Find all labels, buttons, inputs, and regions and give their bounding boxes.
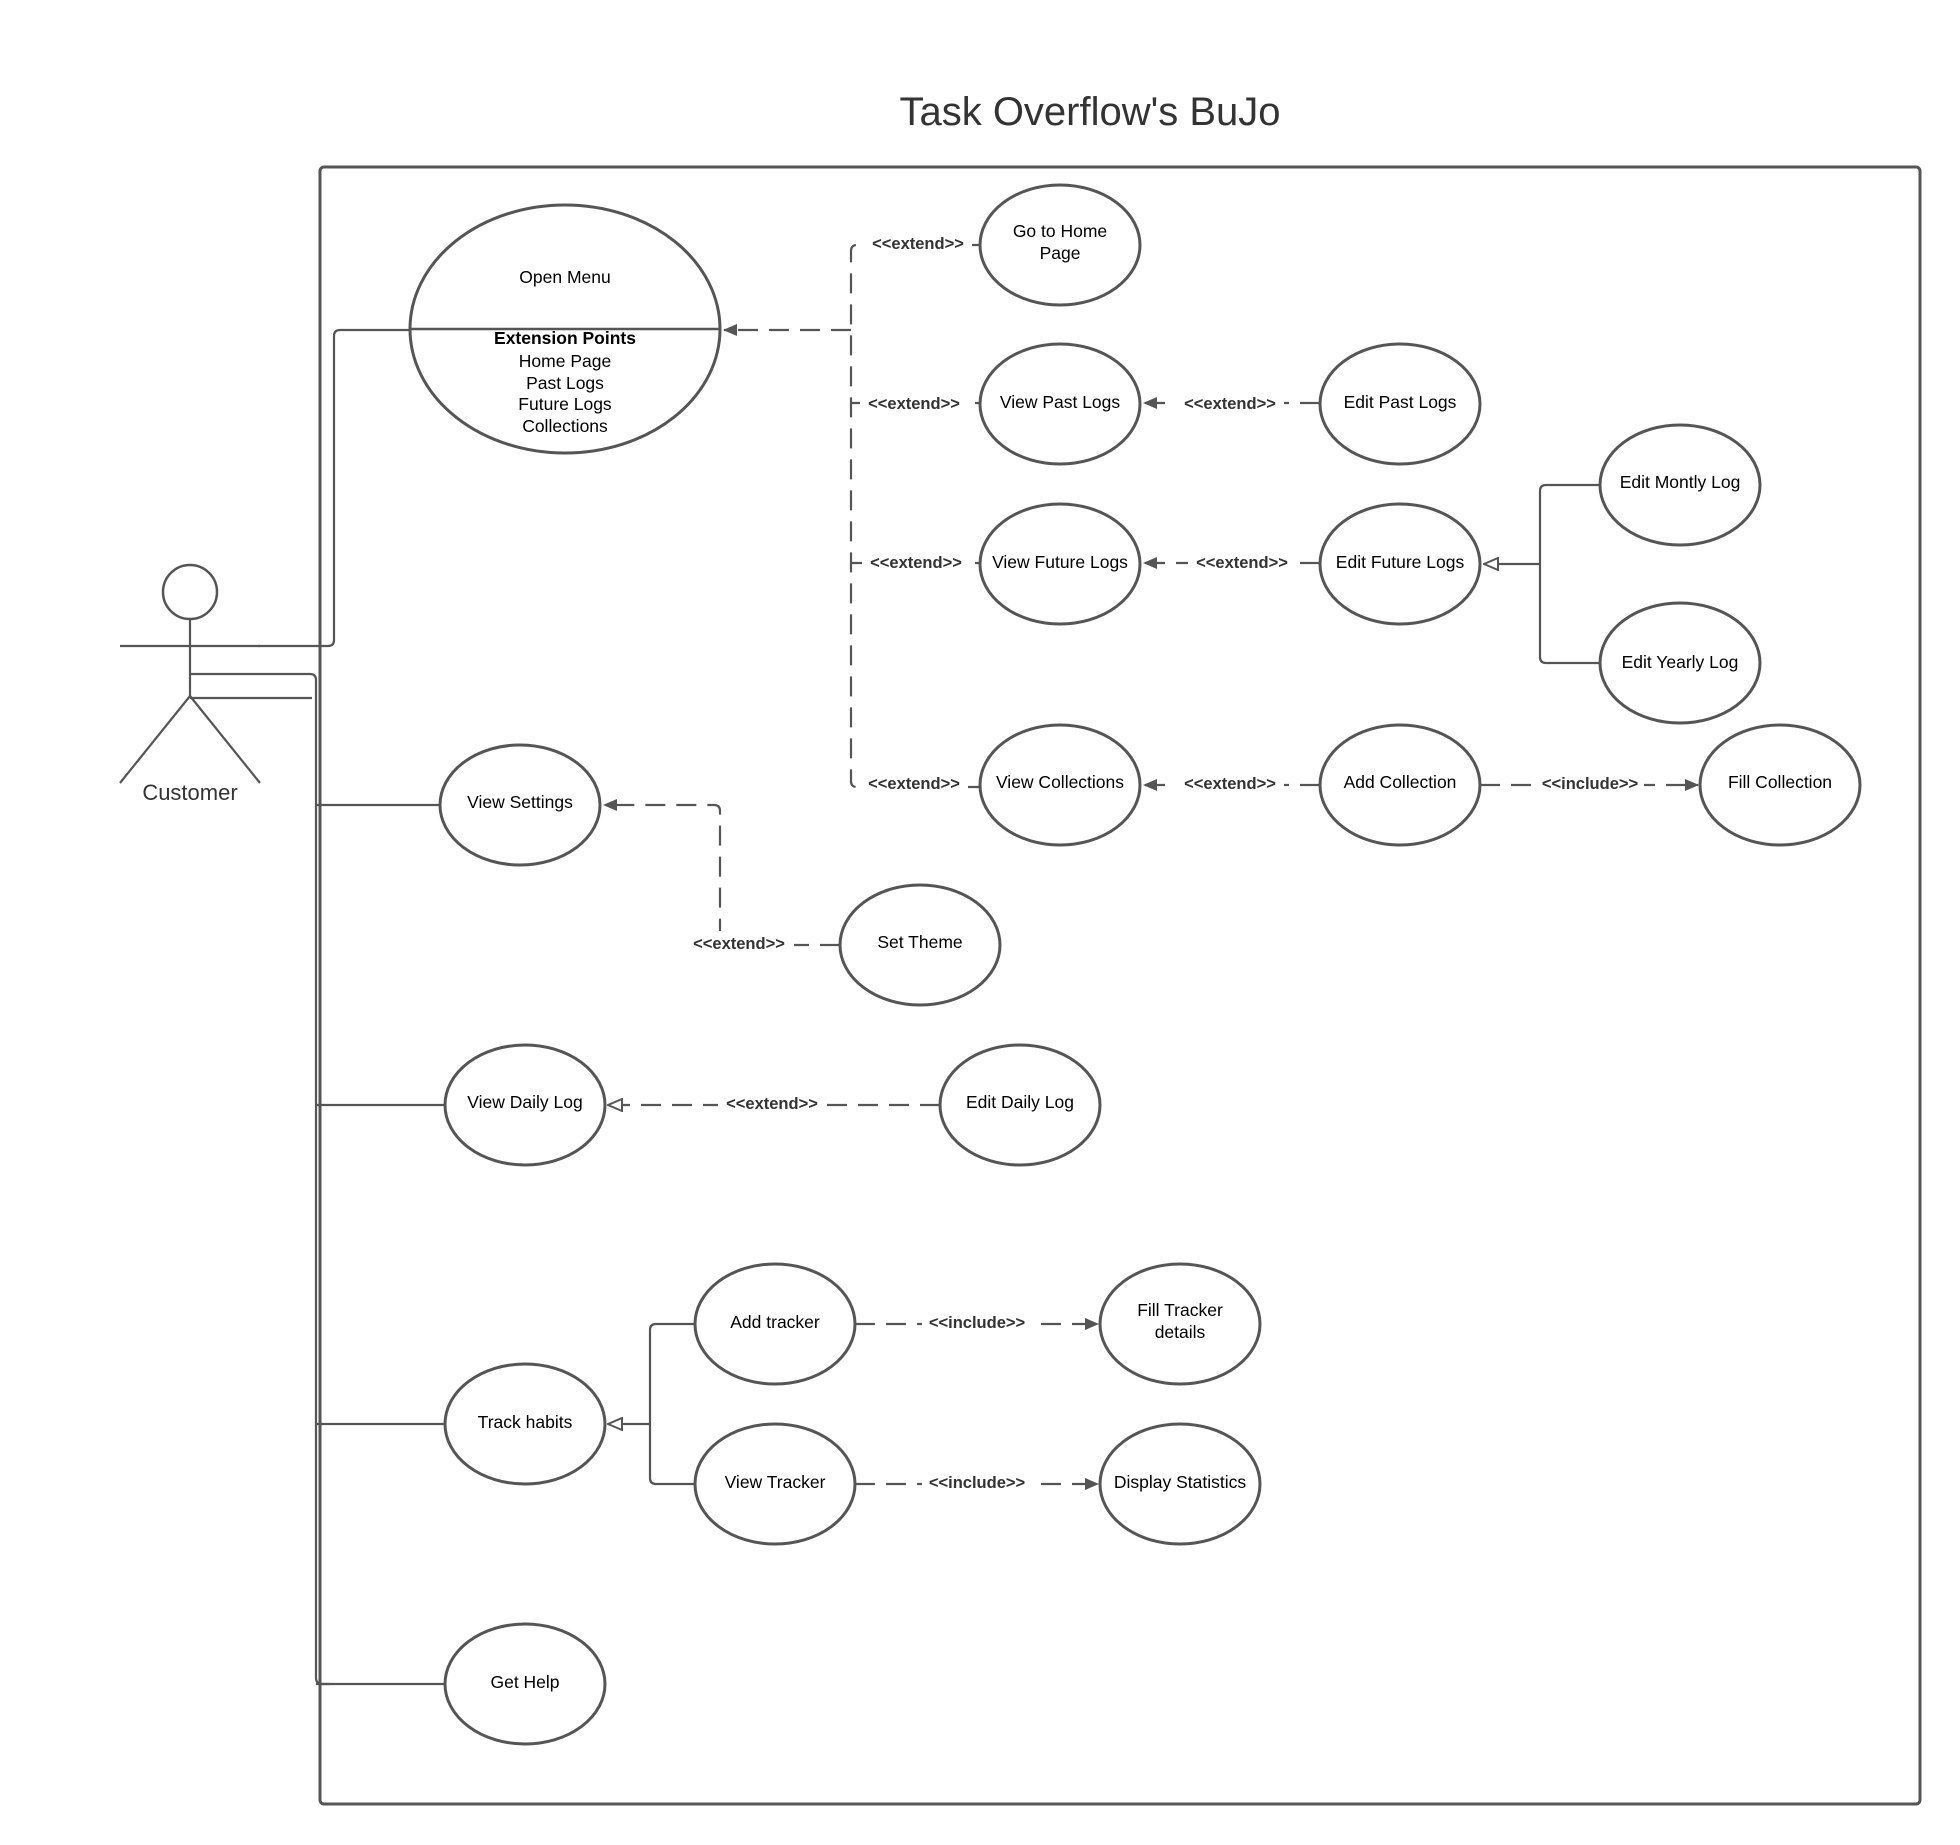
stereotype-extend-edit-future: <<extend>> (1196, 554, 1288, 572)
stereotype-include-display-statistics: <<include>> (929, 1474, 1025, 1492)
uc-view-settings[interactable]: View Settings (438, 743, 602, 867)
uc-add-tracker[interactable]: Add tracker (693, 1262, 857, 1386)
uc-go-home-line2: Page (1040, 243, 1081, 263)
use-case-open-menu[interactable]: Open Menu Extension Points Home Page Pas… (408, 203, 722, 455)
stereotype-include-fill-collection: <<include>> (1542, 775, 1638, 793)
extend-spine (849, 243, 980, 789)
uc-view-collections-label: View Collections (996, 772, 1124, 792)
open-menu-extends: <<extend>> <<extend>> <<extend>> <<exten… (723, 231, 980, 799)
uc-view-collections[interactable]: View Collections (978, 723, 1142, 847)
uc-view-daily-log-label: View Daily Log (467, 1092, 582, 1112)
stereotype-extend-edit-daily-log: <<extend>> (726, 1095, 818, 1113)
extension-point-past: Past Logs (526, 373, 604, 393)
uc-track-habits[interactable]: Track habits (443, 1362, 607, 1486)
uc-view-daily-log[interactable]: View Daily Log (443, 1043, 607, 1167)
diagram-title: Task Overflow's BuJo (899, 90, 1280, 134)
uc-go-home[interactable]: Go to Home Page (978, 183, 1142, 307)
uc-fill-collection-label: Fill Collection (1728, 772, 1832, 792)
association-trunk (190, 672, 330, 1686)
uc-fill-tracker-details-line1: Fill Tracker (1137, 1300, 1223, 1320)
extension-point-future: Future Logs (518, 394, 612, 414)
actor-right-leg (189, 695, 261, 784)
actor-customer[interactable]: Customer (119, 563, 261, 805)
uc-view-tracker[interactable]: View Tracker (693, 1422, 857, 1546)
uc-fill-collection[interactable]: Fill Collection (1698, 723, 1862, 847)
uc-get-help-label: Get Help (490, 1672, 559, 1692)
association-open-menu (258, 328, 720, 648)
uc-view-past-logs[interactable]: View Past Logs (978, 342, 1142, 466)
uc-edit-yearly-log-label: Edit Yearly Log (1622, 652, 1739, 672)
tracker-relations: <<include>> <<include>> (608, 1310, 1099, 1496)
stereotype-include-fill-tracker: <<include>> (929, 1314, 1025, 1332)
uc-edit-future-logs[interactable]: Edit Future Logs (1318, 502, 1482, 626)
stereotype-extend-set-theme: <<extend>> (693, 935, 785, 953)
actor-left-leg (119, 695, 191, 784)
uc-view-tracker-label: View Tracker (725, 1472, 826, 1492)
extend-set-theme (603, 799, 840, 947)
extension-point-collections: Collections (522, 416, 608, 436)
uc-edit-monthly-log[interactable]: Edit Montly Log (1598, 423, 1762, 547)
stereotype-extend-collections: <<extend>> (868, 775, 960, 793)
uc-view-past-logs-label: View Past Logs (1000, 392, 1121, 412)
actor-label: Customer (142, 780, 237, 805)
uc-edit-past-logs[interactable]: Edit Past Logs (1318, 342, 1482, 466)
uc-edit-daily-log-label: Edit Daily Log (966, 1092, 1074, 1112)
stereotype-extend-add-collection: <<extend>> (1184, 775, 1276, 793)
stereotype-extend-past: <<extend>> (868, 395, 960, 413)
uc-add-tracker-label: Add tracker (730, 1312, 820, 1332)
uc-fill-tracker-details[interactable]: Fill Tracker details (1098, 1262, 1262, 1386)
uc-edit-monthly-log-label: Edit Montly Log (1620, 472, 1741, 492)
uc-view-future-logs-label: View Future Logs (992, 552, 1128, 572)
uc-display-statistics[interactable]: Display Statistics (1098, 1422, 1262, 1546)
extension-points-heading: Extension Points (494, 328, 636, 348)
generalization-future-children (1538, 483, 1600, 665)
stereotype-extend-home: <<extend>> (872, 235, 964, 253)
generalization-tracker-children (648, 1322, 695, 1486)
stereotype-extend-edit-past: <<extend>> (1184, 395, 1276, 413)
uc-get-help[interactable]: Get Help (443, 1622, 607, 1746)
actor-associations (190, 328, 720, 1686)
uc-set-theme[interactable]: Set Theme (838, 883, 1002, 1007)
uc-set-theme-label: Set Theme (877, 932, 962, 952)
uc-add-collection[interactable]: Add Collection (1318, 723, 1482, 847)
uc-view-future-logs[interactable]: View Future Logs (978, 502, 1142, 626)
uc-go-home-line1: Go to Home (1013, 221, 1107, 241)
settings-relations: <<extend>> (603, 799, 840, 957)
stereotype-extend-future: <<extend>> (870, 554, 962, 572)
uc-fill-tracker-details-line2: details (1155, 1322, 1206, 1342)
daily-log-relations: <<extend>> (608, 1091, 940, 1117)
uc-track-habits-label: Track habits (478, 1412, 573, 1432)
uc-edit-daily-log[interactable]: Edit Daily Log (938, 1043, 1102, 1167)
actor-head (161, 563, 219, 621)
uc-edit-future-logs-label: Edit Future Logs (1336, 552, 1465, 572)
uc-edit-past-logs-label: Edit Past Logs (1344, 392, 1457, 412)
extension-point-home: Home Page (519, 351, 611, 371)
uc-edit-yearly-log[interactable]: Edit Yearly Log (1598, 601, 1762, 725)
open-menu-label: Open Menu (519, 267, 610, 287)
log-relations: <<extend>> <<extend>> <<extend>> <<inclu… (1143, 389, 1699, 797)
uc-view-settings-label: View Settings (467, 792, 573, 812)
uc-display-statistics-label: Display Statistics (1114, 1472, 1247, 1492)
uc-add-collection-label: Add Collection (1344, 772, 1457, 792)
system-boundary (318, 165, 1922, 1806)
